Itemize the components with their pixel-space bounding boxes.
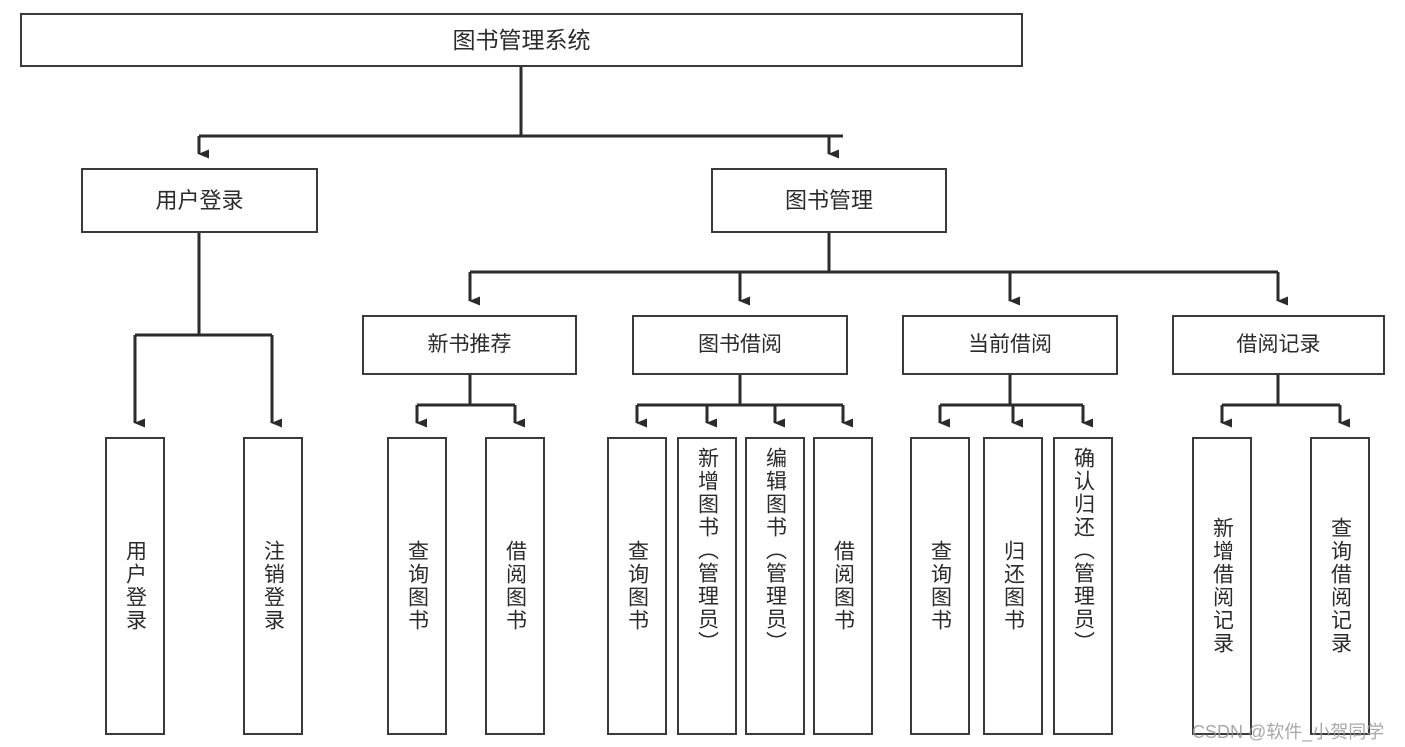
node-leaf-logout-label: 注销登录 [261, 540, 285, 632]
node-book-borrow-label: 图书借阅 [698, 332, 782, 356]
node-leaf-confirm-return-label: 确认归还（管理员） [1071, 447, 1095, 654]
node-root-label: 图书管理系统 [452, 26, 591, 53]
node-leaf-add-book-label: 新增图书（管理员） [695, 447, 719, 654]
node-book-borrow[interactable]: 图书借阅 [632, 315, 848, 375]
node-borrow-record-label: 借阅记录 [1236, 332, 1321, 356]
node-leaf-edit-book[interactable]: 编辑图书（管理员） [745, 437, 805, 735]
node-leaf-logout[interactable]: 注销登录 [243, 437, 303, 735]
node-book-manage[interactable]: 图书管理 [711, 168, 947, 233]
node-borrow-record[interactable]: 借阅记录 [1172, 315, 1385, 375]
node-leaf-user-login[interactable]: 用户登录 [105, 437, 165, 735]
node-leaf-add-book[interactable]: 新增图书（管理员） [677, 437, 737, 735]
node-leaf-query-book-1[interactable]: 查询图书 [387, 437, 447, 735]
node-leaf-edit-book-label: 编辑图书（管理员） [763, 447, 787, 654]
node-root[interactable]: 图书管理系统 [20, 13, 1023, 67]
node-leaf-borrow-book-1-label: 借阅图书 [503, 540, 527, 632]
node-book-manage-label: 图书管理 [784, 187, 873, 213]
node-leaf-borrow-book-2[interactable]: 借阅图书 [813, 437, 873, 735]
node-leaf-query-book-1-label: 查询图书 [405, 540, 429, 632]
node-leaf-query-book-3-label: 查询图书 [928, 540, 952, 632]
node-new-book-rec[interactable]: 新书推荐 [362, 315, 577, 375]
node-current-borrow-label: 当前借阅 [968, 332, 1052, 356]
node-leaf-borrow-book-1[interactable]: 借阅图书 [485, 437, 545, 735]
node-leaf-query-book-2[interactable]: 查询图书 [607, 437, 667, 735]
node-user-login-label: 用户登录 [155, 187, 244, 213]
node-leaf-confirm-return[interactable]: 确认归还（管理员） [1053, 437, 1113, 735]
node-user-login[interactable]: 用户登录 [81, 168, 318, 233]
node-leaf-add-record[interactable]: 新增借阅记录 [1192, 437, 1252, 735]
node-leaf-query-book-2-label: 查询图书 [625, 540, 649, 632]
node-leaf-query-record[interactable]: 查询借阅记录 [1310, 437, 1370, 735]
node-leaf-add-record-label: 新增借阅记录 [1210, 517, 1234, 655]
node-current-borrow[interactable]: 当前借阅 [902, 315, 1118, 375]
node-leaf-borrow-book-2-label: 借阅图书 [831, 540, 855, 632]
node-leaf-query-book-3[interactable]: 查询图书 [910, 437, 970, 735]
node-leaf-return-book[interactable]: 归还图书 [983, 437, 1043, 735]
node-leaf-user-login-label: 用户登录 [123, 540, 147, 632]
node-leaf-return-book-label: 归还图书 [1001, 540, 1025, 632]
watermark: CSDN @软件_小贺同学 [1192, 722, 1385, 742]
node-leaf-query-record-label: 查询借阅记录 [1328, 517, 1352, 655]
node-new-book-rec-label: 新书推荐 [427, 332, 512, 356]
